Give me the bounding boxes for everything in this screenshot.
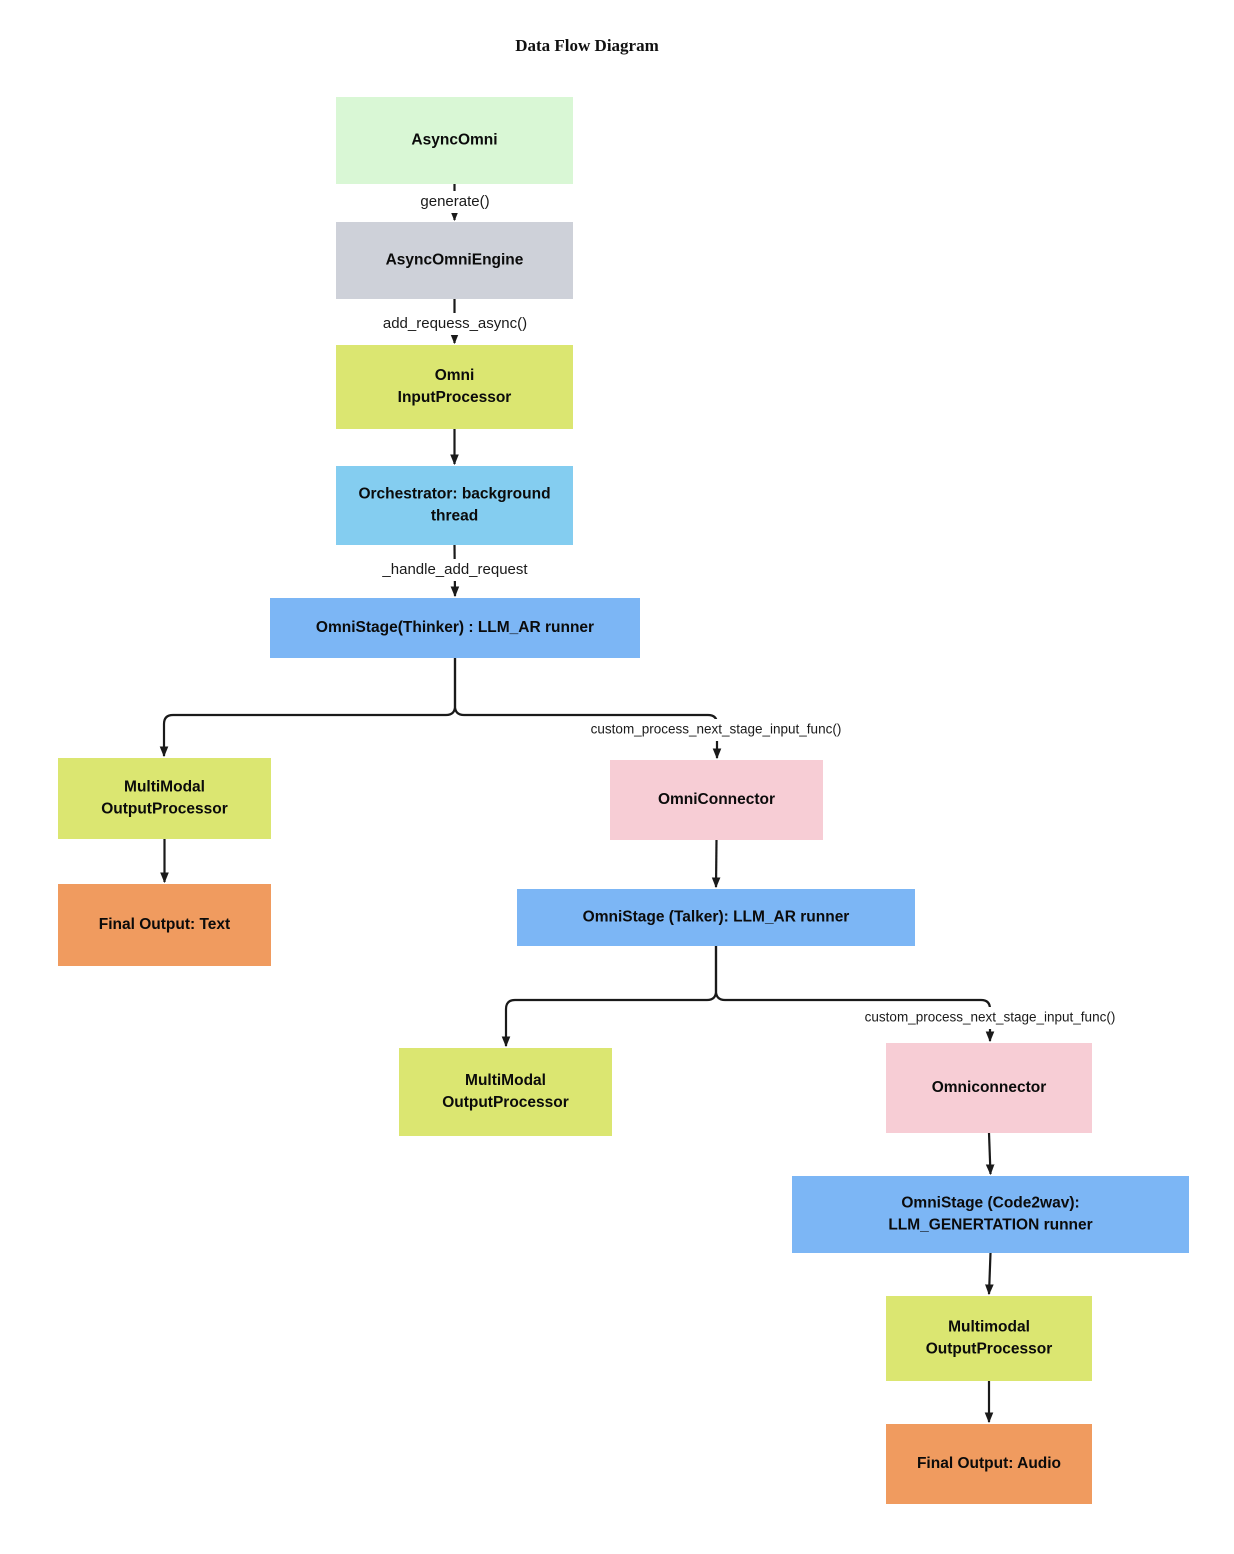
node-label-final_text: Final Output: Text — [99, 916, 230, 933]
edge-omni_connector_1-to-stage_talker — [711, 839, 721, 889]
node-label-omni_connector_2: Omniconnector — [932, 1079, 1047, 1096]
edge-stage_thinker-to-omni_connector_1 — [453, 658, 722, 760]
node-box-mm_out_audio — [886, 1296, 1092, 1381]
node-box-final_audio — [886, 1424, 1092, 1504]
node-label-stage_code2wav: OmniStage (Code2wav): — [901, 1195, 1079, 1212]
edge-label-backdrop-e4 — [379, 559, 531, 581]
node-label-mm_out_talker: MultiModal — [465, 1072, 546, 1089]
node-label-mm_out_audio: OutputProcessor — [926, 1341, 1053, 1358]
edge-label-backdrop-e6 — [575, 719, 857, 741]
node-stage_code2wav[interactable]: OmniStage (Code2wav): LLM_GENERTATION run… — [792, 1176, 1189, 1253]
page-title: Data Flow Diagram — [515, 36, 659, 55]
node-label-async_omni: AsyncOmni — [411, 132, 497, 149]
node-omni_connector_2[interactable]: Omniconnector — [886, 1043, 1092, 1133]
node-box-orchestrator — [336, 466, 573, 545]
nodes-layer: AsyncOmniAsyncOmniEngineOmniInputProcess… — [58, 97, 1189, 1504]
node-box-async_omni_engine — [336, 222, 573, 299]
node-label-omni_input_proc: Omni — [435, 367, 475, 384]
edge-label-backdrop-e1 — [415, 191, 495, 213]
node-box-mm_out_text — [58, 758, 271, 839]
node-label-orchestrator: thread — [431, 508, 478, 525]
node-box-omni_connector_1 — [610, 760, 823, 840]
node-box-stage_talker — [517, 889, 915, 946]
edge-label-e2: add_requess_async() — [383, 315, 527, 332]
edge-stage_code2wav-to-mm_out_audio — [985, 1252, 994, 1296]
node-omni_connector_1[interactable]: OmniConnector — [610, 760, 823, 840]
node-label-omni_connector_1: OmniConnector — [658, 791, 775, 808]
edge-label-e4: _handle_add_request — [381, 561, 528, 578]
edge-stage_talker-to-mm_out_talker — [501, 946, 718, 1048]
node-label-mm_out_audio: Multimodal — [948, 1319, 1030, 1336]
node-label-stage_talker: OmniStage (Talker): LLM_AR runner — [583, 909, 850, 926]
node-box-stage_thinker — [270, 598, 640, 658]
edge-stage_thinker-to-mm_out_text — [159, 658, 457, 758]
edge-labels-layer: generate() add_requess_async() _handle_add… — [379, 191, 1131, 1029]
node-box-omni_input_proc — [336, 345, 573, 429]
node-box-mm_out_talker — [399, 1048, 612, 1136]
node-label-mm_out_text: MultiModal — [124, 779, 205, 796]
edges-layer — [159, 184, 995, 1424]
node-label-stage_code2wav: LLM_GENERTATION runner — [888, 1217, 1092, 1234]
node-final_audio[interactable]: Final Output: Audio — [886, 1424, 1092, 1504]
node-label-omni_input_proc: InputProcessor — [398, 389, 512, 406]
edge-label-e6: custom_process_next_stage_input_func() — [591, 722, 842, 737]
edge-label-backdrop-e2 — [379, 313, 531, 335]
node-async_omni_engine[interactable]: AsyncOmniEngine — [336, 222, 573, 299]
node-box-final_text — [58, 884, 271, 966]
edge-omni_connector_2-to-stage_code2wav — [985, 1132, 995, 1176]
node-orchestrator[interactable]: Orchestrator: background thread — [336, 466, 573, 545]
node-box-async_omni — [336, 97, 573, 184]
edge-stage_talker-to-omni_connector_2 — [714, 946, 995, 1043]
node-label-async_omni_engine: AsyncOmniEngine — [386, 252, 524, 269]
edge-label-e1: generate() — [420, 193, 489, 210]
edge-label-e10: custom_process_next_stage_input_func() — [865, 1010, 1116, 1025]
node-async_omni[interactable]: AsyncOmni — [336, 97, 573, 184]
node-label-stage_thinker: OmniStage(Thinker) : LLM_AR runner — [316, 619, 594, 636]
node-box-stage_code2wav — [792, 1176, 1189, 1253]
node-label-mm_out_text: OutputProcessor — [101, 801, 228, 818]
node-label-mm_out_talker: OutputProcessor — [442, 1094, 569, 1111]
node-stage_thinker[interactable]: OmniStage(Thinker) : LLM_AR runner — [270, 598, 640, 658]
node-final_text[interactable]: Final Output: Text — [58, 884, 271, 966]
node-box-omni_connector_2 — [886, 1043, 1092, 1133]
node-label-orchestrator: Orchestrator: background — [358, 486, 550, 503]
edge-label-backdrop-e10 — [849, 1007, 1131, 1029]
node-stage_talker[interactable]: OmniStage (Talker): LLM_AR runner — [517, 889, 915, 946]
node-label-final_audio: Final Output: Audio — [917, 1455, 1061, 1472]
